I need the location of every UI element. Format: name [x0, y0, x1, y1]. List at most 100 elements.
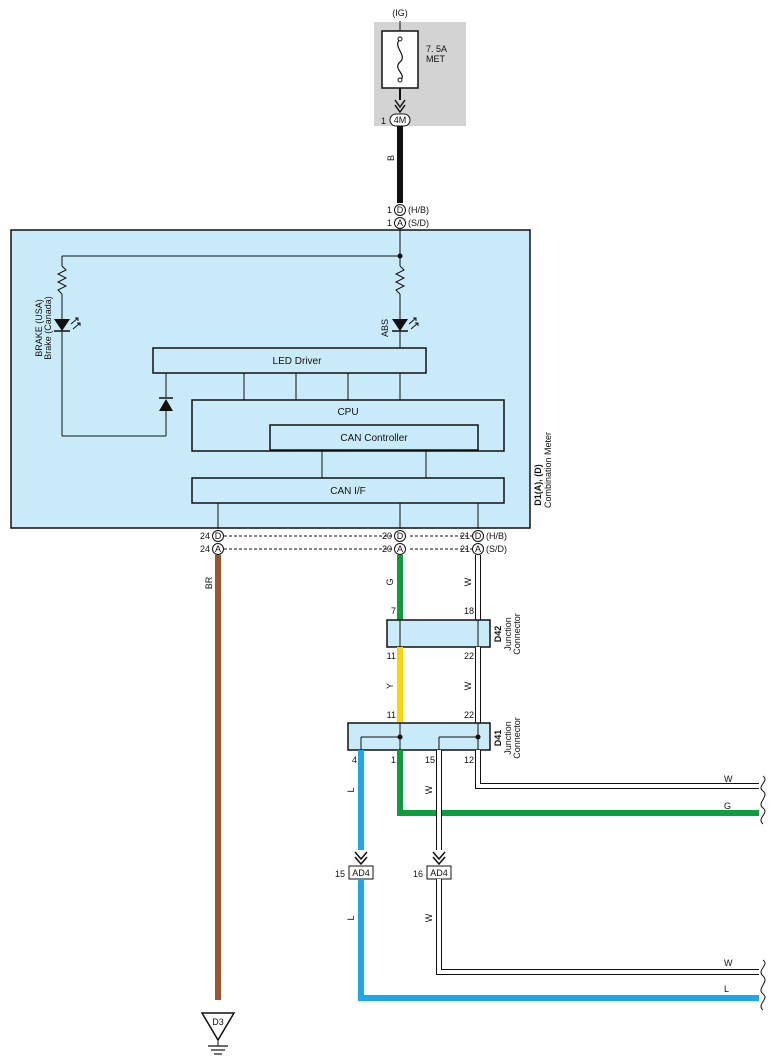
d42-desc-1: Junction	[503, 617, 513, 651]
d42-pin-11: 11	[387, 651, 396, 661]
wire-w-lower-color: W	[424, 913, 434, 922]
connector-d-mid	[394, 530, 406, 542]
d42-desc-2: Connector	[512, 613, 522, 655]
wire-br-color: BR	[204, 576, 214, 589]
connector-d-left-letter: D	[215, 531, 222, 541]
can-controller-label: CAN Controller	[340, 433, 408, 444]
fuse-icon	[397, 38, 403, 81]
connector-a-right-suffix: (S/D)	[486, 544, 507, 554]
fuse-rating: 7. 5A	[426, 44, 447, 54]
pin-20-a: 20	[382, 544, 392, 554]
connector-ad4-right-label: AD4	[430, 868, 448, 878]
pin-20-d: 20	[382, 531, 392, 541]
meter-top-conn-a-letter: A	[397, 218, 403, 228]
d42-pin-22: 22	[464, 651, 474, 661]
d41-pin-22: 22	[464, 710, 474, 720]
wire-w-lower	[437, 879, 759, 974]
wire-break-icon-bottom	[760, 959, 766, 1011]
meter-top-conn-d-letter: D	[397, 205, 404, 215]
fuse-terminal-top	[397, 36, 403, 42]
connector-4m-label: 4M	[394, 115, 407, 125]
resistor-icon	[56, 265, 68, 295]
connector-arrow-icon	[394, 99, 406, 114]
d41-pin-15: 15	[425, 755, 435, 765]
fuse-name: MET	[426, 54, 446, 64]
can-if-label: CAN I/F	[330, 486, 366, 497]
connector-d-right	[472, 530, 484, 542]
meter-top-connector-a	[394, 217, 406, 229]
connector-a-left	[212, 543, 224, 555]
connector-a-left-letter: A	[215, 544, 221, 554]
d42-id: D42	[493, 626, 503, 643]
wire-w-upper-color: W	[463, 577, 473, 586]
d41-pin-1: 1	[391, 755, 396, 765]
meter-top-suffix-d: (H/B)	[408, 205, 429, 215]
cpu-label: CPU	[337, 407, 358, 418]
wire-g-right	[397, 750, 759, 816]
connector-d-mid-letter: D	[397, 531, 404, 541]
meter-top-pin-1: 1	[387, 205, 392, 215]
pin-24-a: 24	[200, 544, 210, 554]
connector-a-right	[472, 543, 484, 555]
d41-id: D41	[493, 730, 503, 747]
d41-desc-2: Connector	[512, 717, 522, 759]
connector-d-right-letter: D	[475, 531, 482, 541]
ad4-left-pin: 15	[335, 869, 345, 879]
connector-d-right-suffix: (H/B)	[486, 531, 507, 541]
pin-21-d: 21	[460, 531, 470, 541]
led-icon-abs	[392, 319, 408, 331]
connector-arrow-icon-ad4-right	[432, 851, 446, 866]
connector-arrow-icon-ad4-left	[354, 851, 368, 866]
connector-ad4-left-label: AD4	[352, 868, 370, 878]
led-driver-label: LED Driver	[273, 356, 323, 367]
wire-g-right-color: G	[724, 801, 731, 811]
connector-a-mid-letter: A	[397, 544, 403, 554]
ground-triangle	[200, 1012, 236, 1042]
wire-l-lower-color: L	[346, 915, 356, 920]
connector-d-left	[212, 530, 224, 542]
d41-pin-4: 4	[352, 755, 357, 765]
wire-b-color: B	[386, 155, 396, 161]
wire-w-right-bottom-color: W	[724, 958, 733, 968]
wire-w-right-top-color: W	[724, 774, 733, 784]
led-driver-block	[152, 347, 427, 374]
led-icon	[54, 319, 70, 331]
wire-l-lower	[358, 879, 759, 1001]
wire-l-right-bottom-color: L	[724, 984, 729, 994]
d42-pin-18: 18	[464, 606, 474, 616]
resistor-icon-abs	[394, 265, 406, 295]
wire-g-upper-color: G	[385, 578, 395, 585]
meter-top-connector-d	[394, 204, 406, 216]
wire-l-left-color: L	[346, 787, 356, 792]
wire-break-icon	[760, 775, 766, 825]
fuse-terminal-bottom	[397, 77, 403, 83]
d41-junction-dot-left	[397, 734, 403, 740]
pin-21-a: 21	[460, 544, 470, 554]
connector-a-right-letter: A	[475, 544, 481, 554]
d41-junction-dot-right	[475, 734, 481, 740]
supply-label: (IG)	[392, 8, 408, 18]
ad4-right-pin: 16	[413, 869, 423, 879]
left-lamp-label-1: BRAKE (USA)	[34, 299, 44, 357]
d42-junction-connector	[386, 619, 491, 648]
pin-24-d: 24	[200, 531, 210, 541]
diode-icon	[159, 399, 173, 411]
d41-desc-1: Junction	[503, 721, 513, 755]
can-controller-block	[269, 424, 479, 451]
d42-pin-7: 7	[391, 606, 396, 616]
wire-w-right-top	[476, 750, 759, 788]
wire-w-15-color: W	[424, 785, 434, 794]
d41-pin-12: 12	[464, 755, 474, 765]
left-lamp-label-2: Brake (Canada)	[43, 296, 53, 360]
meter-name: D1(A), (D)	[533, 464, 543, 506]
led-light-rays	[70, 317, 81, 330]
connector-a-mid	[394, 543, 406, 555]
pin-4m-number: 1	[381, 116, 386, 126]
meter-top-suffix-a: (S/D)	[408, 218, 429, 228]
led-light-rays-abs	[408, 317, 419, 330]
meter-top-pin-2: 1	[387, 218, 392, 228]
abs-lamp-label: ABS	[380, 319, 390, 337]
wire-y-color: Y	[385, 683, 395, 689]
ground-id: D3	[212, 1017, 224, 1027]
